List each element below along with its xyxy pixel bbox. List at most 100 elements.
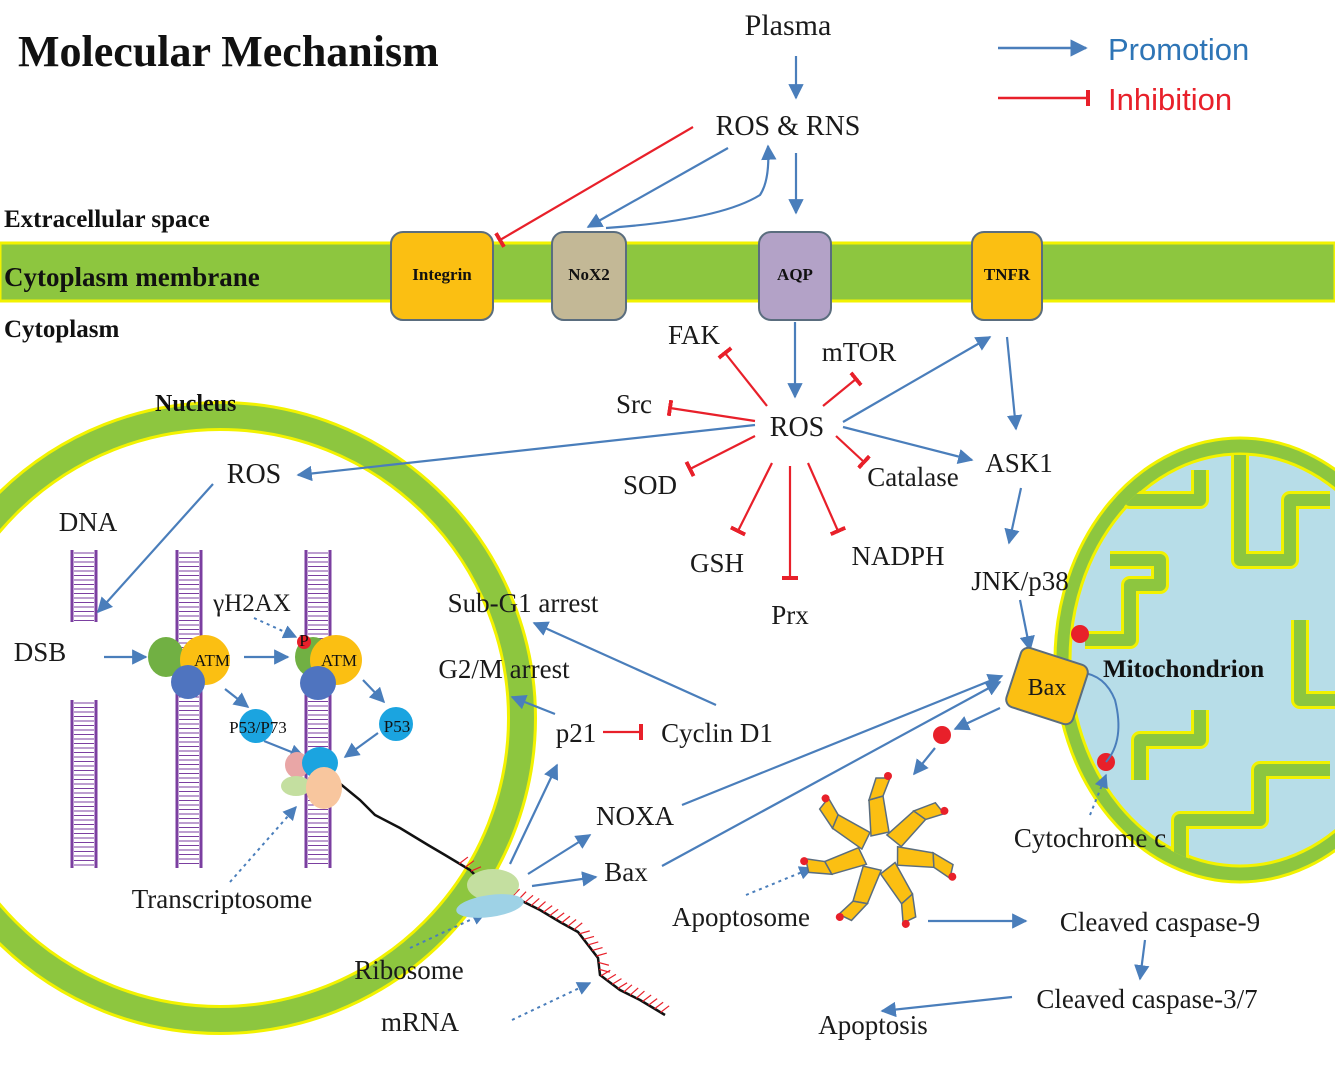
label-mtor: mTOR: [822, 337, 897, 367]
arrow-ros-to-dna: [96, 483, 214, 614]
pointer-arrows: [229, 617, 1108, 1021]
inhibit-ros-src: [666, 399, 756, 423]
receptor-integrin: Integrin: [390, 231, 494, 321]
arrow-ask1-to-jnk: [1004, 487, 1023, 545]
cytochrome-c-dot: [1071, 625, 1089, 643]
arrow-ribosome-to-bax: [531, 871, 598, 888]
cytoplasm-membrane: [0, 241, 1335, 303]
arrow-casp9-to-casp37: [1134, 939, 1150, 981]
arrow-ros-to-nucleus-ros: [296, 423, 756, 482]
label-ros-nucleus: ROS: [227, 459, 281, 490]
p53-p73-node: P53/P73: [229, 709, 287, 743]
dna-ladder: [70, 550, 98, 868]
label-nadph: NADPH: [851, 541, 944, 571]
label-bax-mitochondrion: Bax: [1028, 675, 1067, 701]
inhibit-ros-nadph: [806, 462, 847, 537]
apoptosome-dot: [901, 919, 910, 928]
arrow-cyclin-to-subg1: [532, 621, 717, 707]
label-sub-g1-arrest: Sub-G1 arrest: [448, 588, 599, 618]
receptor-tnfr-label: TNFR: [984, 265, 1031, 284]
arrow-jnk-to-bax: [1018, 599, 1035, 652]
label-p53: P53: [384, 717, 410, 736]
label-cytochrome-c: Cytochrome c: [1014, 823, 1166, 853]
label-extracellular: Extracellular space: [4, 206, 210, 233]
arrow-ribosome-to-p21: [509, 763, 559, 865]
mitochondrion-cristae: [1085, 455, 1335, 868]
inhibit-ros-fak: [717, 346, 768, 407]
label-mitochondrion: Mitochondrion: [1103, 656, 1264, 683]
label-cleaved-caspase-3-7: Cleaved caspase-3/7: [1036, 984, 1257, 1014]
label-catalase: Catalase: [867, 462, 958, 492]
apoptosome-dot: [884, 772, 892, 780]
protein-blue: [171, 665, 205, 699]
label-bax-cytoplasm: Bax: [604, 857, 648, 887]
label-gsh: GSH: [690, 548, 744, 578]
label-ros-center: ROS: [770, 412, 824, 443]
arrow-atm-to-p53p73: [224, 688, 250, 708]
receptor-tnfr: TNFR: [971, 231, 1043, 321]
apoptosome-dot: [940, 806, 949, 815]
apoptosome-dot: [800, 857, 809, 866]
legend: Promotion Inhibition: [998, 32, 1249, 117]
receptor-aqp-label: AQP: [777, 265, 813, 284]
label-noxa: NOXA: [596, 801, 674, 831]
receptor-aqp: AQP: [758, 231, 832, 321]
arrow-bax-to-cytc: [953, 707, 1001, 731]
legend-inhibition-label: Inhibition: [1108, 82, 1232, 117]
protein-blue: [300, 666, 336, 700]
label-atm-1: ATM: [194, 651, 230, 670]
apoptosome-arm: [879, 861, 917, 928]
label-ribosome: Ribosome: [354, 955, 464, 985]
label-ros-rns: ROS & RNS: [716, 111, 861, 142]
ribosome: [456, 869, 524, 918]
apoptosome: [800, 772, 957, 928]
protein-green: [148, 637, 184, 677]
apoptosome-dot: [821, 794, 830, 803]
pointer-apoptosome: [745, 866, 814, 896]
dna-ladder: [175, 550, 203, 868]
label-g2m-arrest: G2/M arrest: [438, 654, 570, 684]
label-transcriptosome: Transcriptosome: [132, 884, 313, 914]
receptor-integrin-label: Integrin: [412, 265, 472, 284]
label-mrna: mRNA: [381, 1007, 460, 1037]
pointer-mrna: [511, 982, 592, 1021]
atm-complex-1: ATM: [148, 635, 230, 699]
apoptosome-dot: [948, 872, 957, 881]
arrow-p53-to-complex: [343, 732, 379, 758]
label-src: Src: [616, 389, 652, 419]
arrow-ros-to-tnfr: [842, 336, 992, 423]
mitochondrion: [1019, 436, 1335, 884]
label-apoptosis: Apoptosis: [818, 1010, 928, 1040]
apoptosome-arm: [835, 865, 883, 922]
arrow-casp37-to-apoptosis: [880, 995, 1013, 1018]
inhibit-ros-sod: [684, 435, 756, 478]
label-atm-2: ATM: [321, 651, 357, 670]
pointer-transcriptosome: [229, 805, 297, 883]
arrow-ros-to-ask1: [842, 425, 974, 465]
label-cyclin-d1: Cyclin D1: [661, 718, 773, 748]
dna-ladder: [304, 550, 332, 868]
label-ask1: ASK1: [985, 448, 1053, 478]
inhibit-ros-catalase: [835, 435, 871, 470]
label-jnk-p38: JNK/p38: [971, 566, 1069, 596]
diagram-title: Molecular Mechanism: [18, 27, 439, 76]
arrow-tnfr-to-ask1: [1005, 336, 1023, 431]
apoptosome-dot: [835, 913, 844, 922]
released-cytochrome-c: [933, 726, 951, 744]
label-sod: SOD: [623, 470, 677, 500]
inhibit-ros-rns-integrin: [494, 126, 694, 248]
label-nucleus: Nucleus: [155, 391, 236, 417]
phospho-mark: [297, 635, 311, 649]
atm-complex-2: P ATM: [295, 631, 362, 700]
legend-promotion-label: Promotion: [1108, 32, 1249, 67]
label-cleaved-caspase-9: Cleaved caspase-9: [1060, 907, 1260, 937]
label-gamma-h2ax: γH2AX: [212, 590, 291, 617]
arrow-atm-to-p53: [362, 679, 386, 704]
inhibit-ros-gsh: [729, 462, 773, 537]
arrow-cytc-to-apoptosome: [913, 747, 936, 776]
label-fak: FAK: [668, 320, 721, 350]
label-membrane: Cytoplasm membrane: [4, 262, 260, 292]
pointer-gamma-h2ax: [253, 617, 298, 639]
label-plasma: Plasma: [745, 9, 832, 42]
